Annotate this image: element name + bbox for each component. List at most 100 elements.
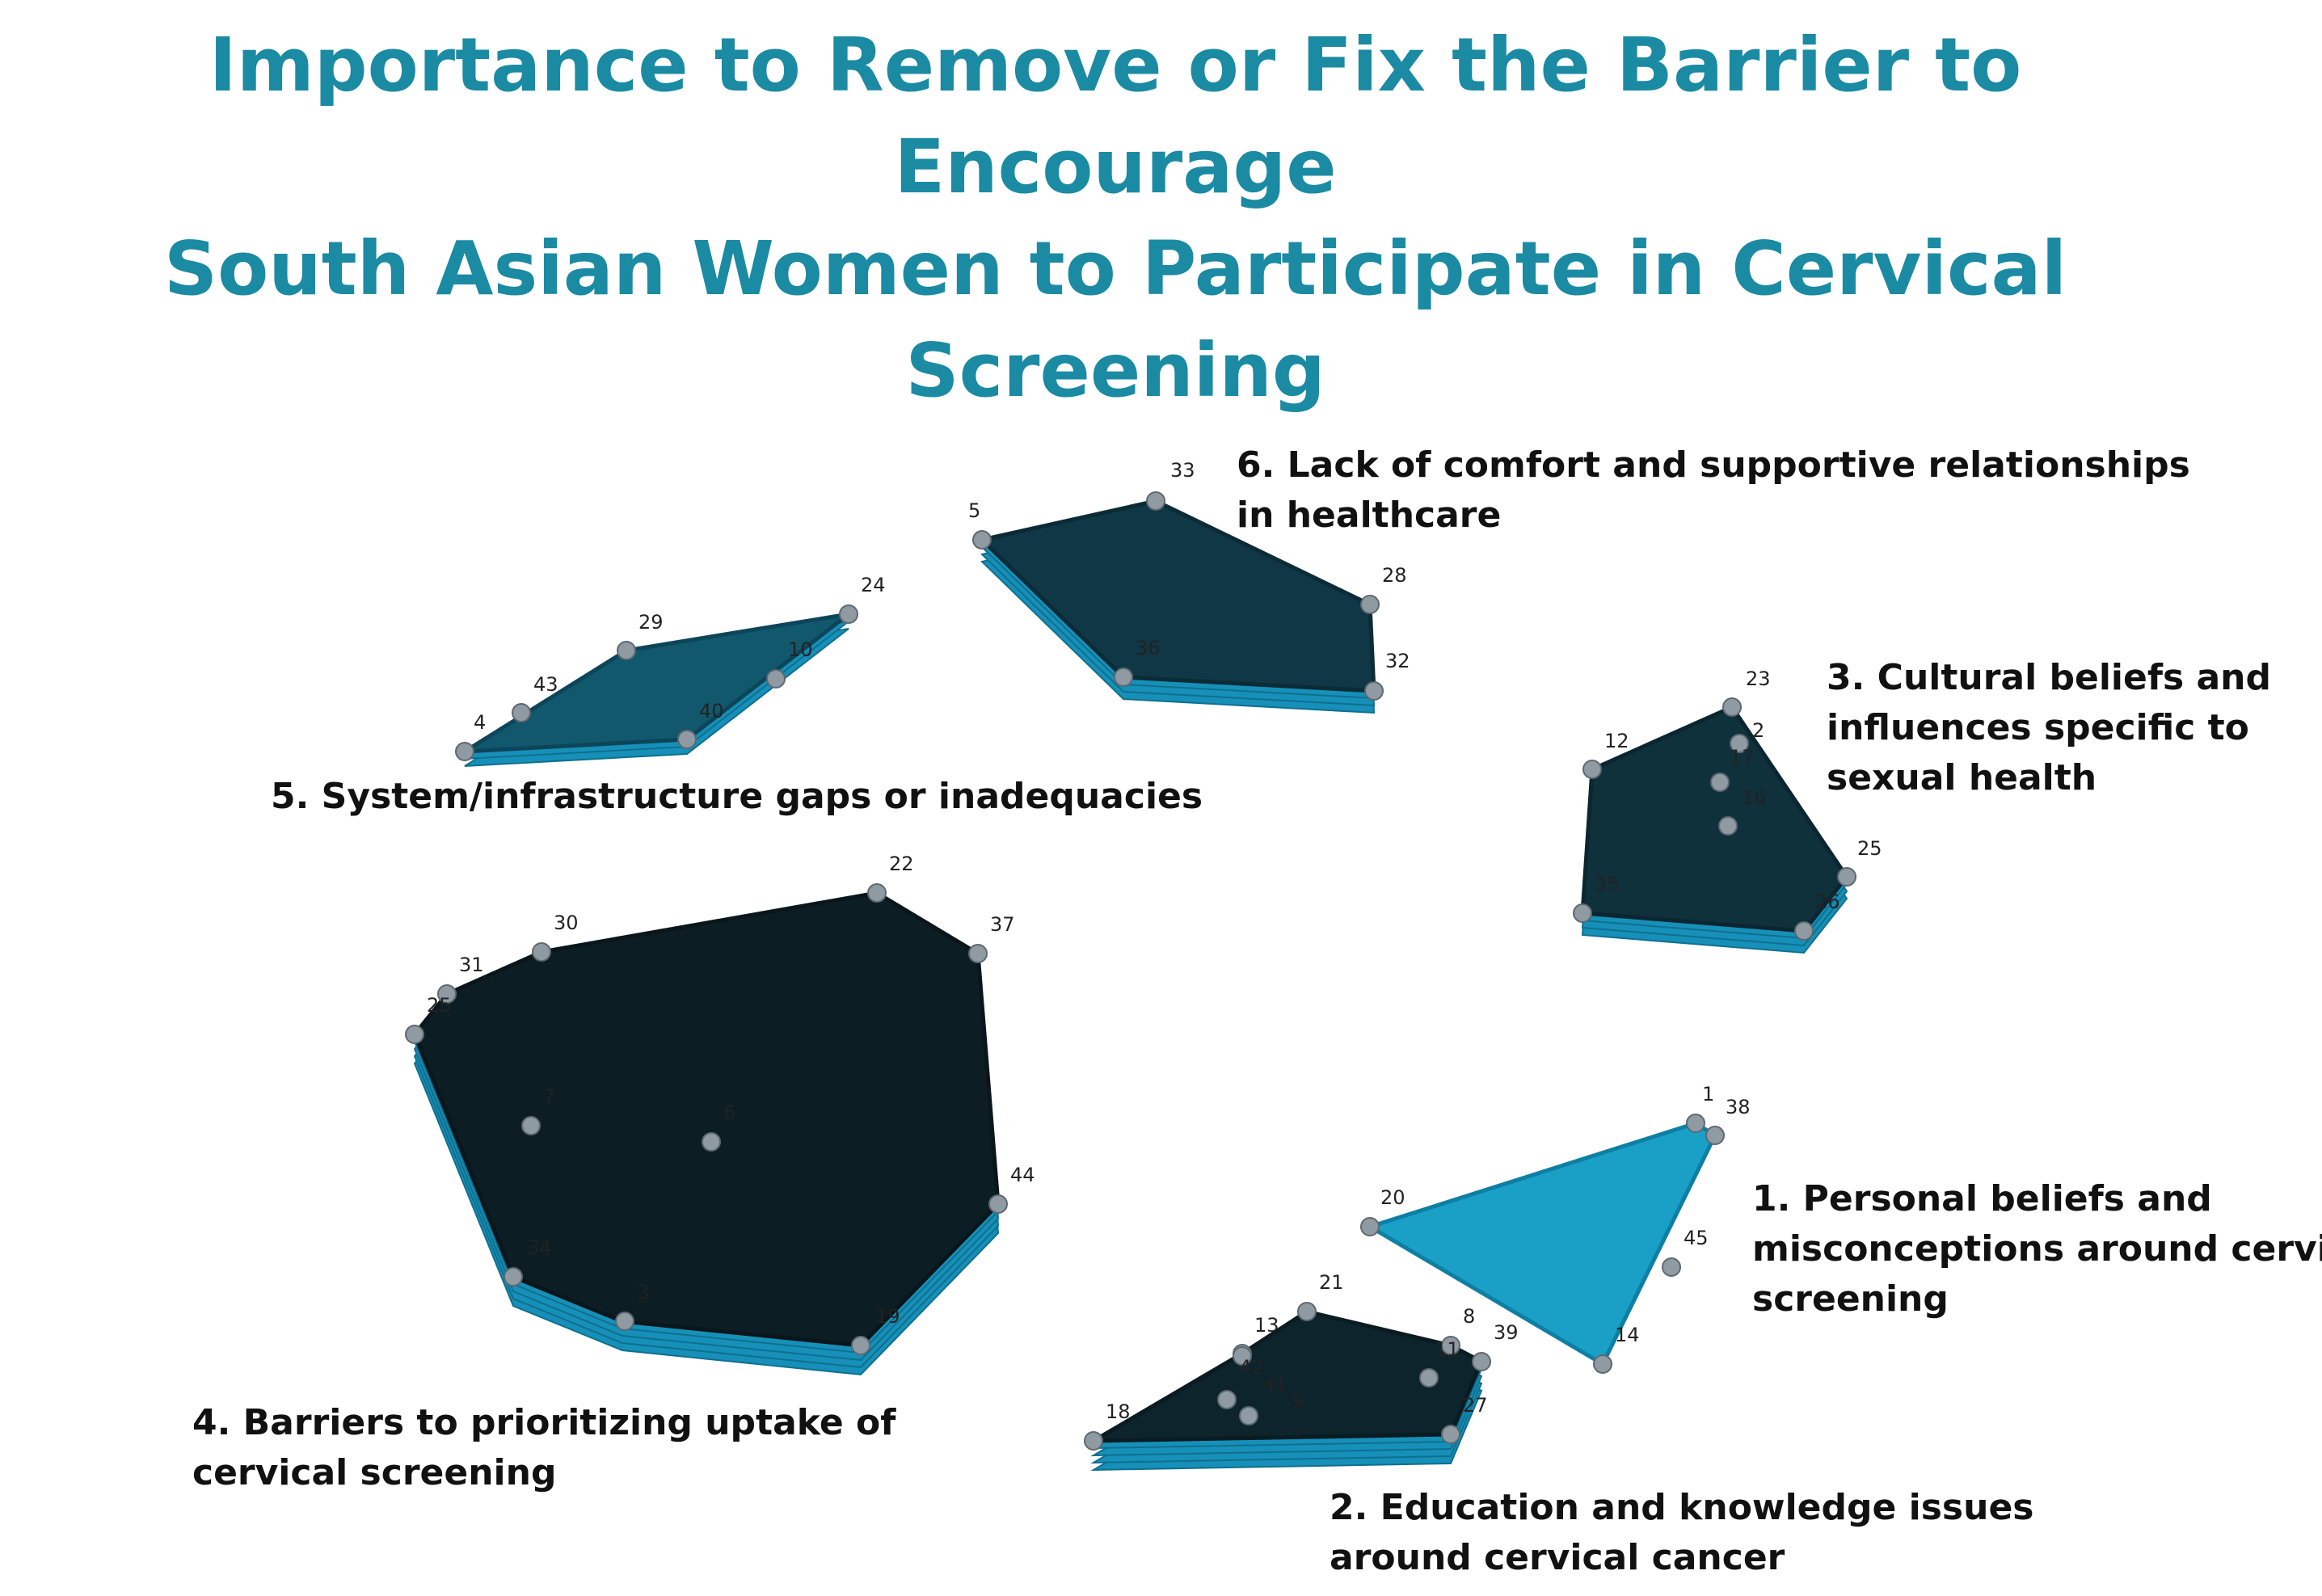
- cluster-label: 5. System/infrastructure gaps or inadequ…: [271, 776, 1203, 817]
- statement-number: 42: [1239, 1356, 1264, 1379]
- statement-number: 35: [1595, 873, 1620, 895]
- cluster-label: 6. Lack of comfort and supportive relati…: [1237, 444, 2190, 536]
- statement-point: [512, 703, 531, 722]
- statement-point: [1686, 1114, 1705, 1133]
- cluster-label-line: misconceptions around cervical: [1752, 1228, 2322, 1270]
- statement-number: 43: [533, 673, 558, 696]
- statement-number: 2: [1752, 719, 1764, 742]
- statement-point: [1794, 921, 1814, 941]
- statement-point: [1573, 903, 1592, 923]
- statement-point: [1722, 697, 1742, 717]
- statement-number: 26: [1815, 891, 1840, 913]
- cluster-polygon: [1580, 705, 1849, 933]
- statement-point: [867, 883, 887, 903]
- statement-number: 16: [1742, 786, 1767, 809]
- statement-point: [504, 1267, 523, 1286]
- cluster-label-line: 3. Cultural beliefs and: [1827, 657, 2271, 698]
- statement-point: [702, 1132, 721, 1152]
- cluster-label-line: 6. Lack of comfort and supportive relati…: [1237, 444, 2190, 486]
- statement-point: [617, 641, 636, 660]
- statement-number: 36: [1136, 637, 1161, 659]
- statement-number: 23: [1746, 667, 1771, 690]
- statement-number: 7: [543, 1085, 555, 1108]
- statement-number: 5: [968, 499, 980, 522]
- statement-point: [839, 604, 858, 624]
- statement-number: 33: [1170, 459, 1195, 482]
- statement-number: 13: [1254, 1314, 1279, 1337]
- cluster-label-line: in healthcare: [1237, 495, 1501, 536]
- statement-point: [1441, 1425, 1460, 1444]
- statement-point: [1705, 1126, 1725, 1145]
- statement-point: [521, 1116, 541, 1135]
- statement-number: 37: [990, 913, 1015, 936]
- statement-number: 19: [875, 1305, 900, 1328]
- statement-point: [1297, 1302, 1317, 1321]
- statement-number: 11: [1435, 1338, 1460, 1361]
- statement-number: 29: [638, 611, 664, 634]
- statement-point: [972, 530, 992, 550]
- statement-number: 41: [1262, 1374, 1287, 1396]
- statement-number: 45: [1684, 1227, 1709, 1249]
- cluster-label: 1. Personal beliefs and misconceptions ar…: [1752, 1178, 2322, 1320]
- statement-number: 17: [1730, 746, 1755, 769]
- cluster-polygon: [980, 499, 1376, 693]
- cluster-polygon: [412, 891, 1001, 1348]
- statement-number: 39: [1494, 1321, 1519, 1344]
- statement-number: 22: [889, 853, 914, 875]
- statement-number: 4: [474, 711, 486, 734]
- statement-point: [455, 742, 474, 761]
- statement-point: [1360, 595, 1380, 614]
- cluster-label-line: 1. Personal beliefs and: [1752, 1178, 2212, 1219]
- statement-point: [988, 1194, 1008, 1214]
- statement-number: 12: [1604, 730, 1629, 752]
- statement-number: 28: [1382, 564, 1407, 587]
- title-line-2: South Asian Women to Participate in Cerv…: [163, 225, 2067, 312]
- statement-number: 32: [1385, 650, 1410, 672]
- statement-point: [1233, 1346, 1252, 1366]
- statement-number: 44: [1010, 1164, 1035, 1186]
- cluster-label-line: around cervical cancer: [1330, 1537, 1785, 1578]
- cluster-1: 5 33 28 32 36 6. Lack of comfort and supporti…: [968, 444, 2190, 714]
- cluster-label-line: screening: [1752, 1278, 1949, 1320]
- title-line-1: Importance to Remove or Fix the Barrier …: [209, 22, 2022, 210]
- statement-point: [1730, 734, 1749, 753]
- statement-number: 20: [1380, 1186, 1405, 1209]
- statement-point: [1441, 1336, 1460, 1355]
- statement-point: [1593, 1354, 1612, 1374]
- statement-point: [1718, 816, 1738, 836]
- statement-number: 34: [527, 1236, 552, 1259]
- statement-number: 3: [637, 1281, 649, 1303]
- statement-number: 21: [1319, 1271, 1344, 1294]
- statement-point: [1360, 1217, 1380, 1236]
- cluster-polygon: [462, 612, 851, 754]
- statement-number: 27: [1463, 1394, 1488, 1417]
- cluster-label-line: 4. Barriers to prioritizing uptake of: [192, 1402, 896, 1443]
- statement-point: [1217, 1390, 1237, 1409]
- statement-number: 9: [1292, 1390, 1304, 1413]
- statement-point: [437, 984, 457, 1004]
- statement-point: [1239, 1406, 1258, 1425]
- statement-point: [851, 1336, 870, 1355]
- cluster-label-line: sexual health: [1827, 757, 2097, 798]
- page-title: Importance to Remove or Fix the Barrier …: [0, 15, 2231, 422]
- statement-point: [1582, 760, 1602, 779]
- cluster-4: 22 30 37 31 25 7 6 44 34 3 19 4. Barriers to priori…: [192, 853, 1035, 1493]
- statement-number: 30: [554, 912, 579, 934]
- statement-point: [1710, 773, 1730, 792]
- statement-number: 24: [861, 574, 886, 596]
- statement-number: 25: [427, 994, 452, 1017]
- statement-number: 6: [723, 1101, 735, 1124]
- statement-number: 1: [1702, 1083, 1714, 1105]
- statement-point: [615, 1312, 634, 1331]
- statement-number: 38: [1726, 1096, 1751, 1118]
- statement-point: [1662, 1257, 1681, 1277]
- cluster-label-line: 5. System/infrastructure gaps or inadequ…: [271, 776, 1203, 817]
- statement-number: 31: [459, 954, 484, 976]
